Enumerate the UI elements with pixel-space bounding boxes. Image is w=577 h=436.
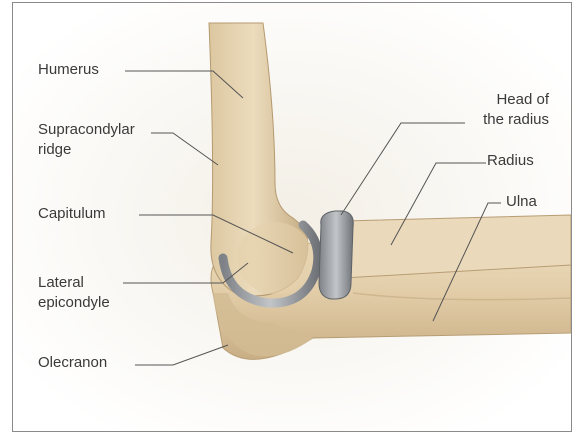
label-radius: Radius xyxy=(487,151,534,171)
label-supracondylar-ridge: Supracondylar ridge xyxy=(38,120,135,160)
label-ulna: Ulna xyxy=(506,192,537,212)
capitulum-surface xyxy=(237,222,313,294)
label-humerus: Humerus xyxy=(38,60,99,80)
radial-head xyxy=(319,211,353,299)
label-lateral-epicondyle: Lateral epicondyle xyxy=(38,273,110,313)
label-capitulum: Capitulum xyxy=(38,204,106,224)
label-head-of-radius: Head of the radius xyxy=(483,90,549,130)
label-olecranon: Olecranon xyxy=(38,353,107,373)
